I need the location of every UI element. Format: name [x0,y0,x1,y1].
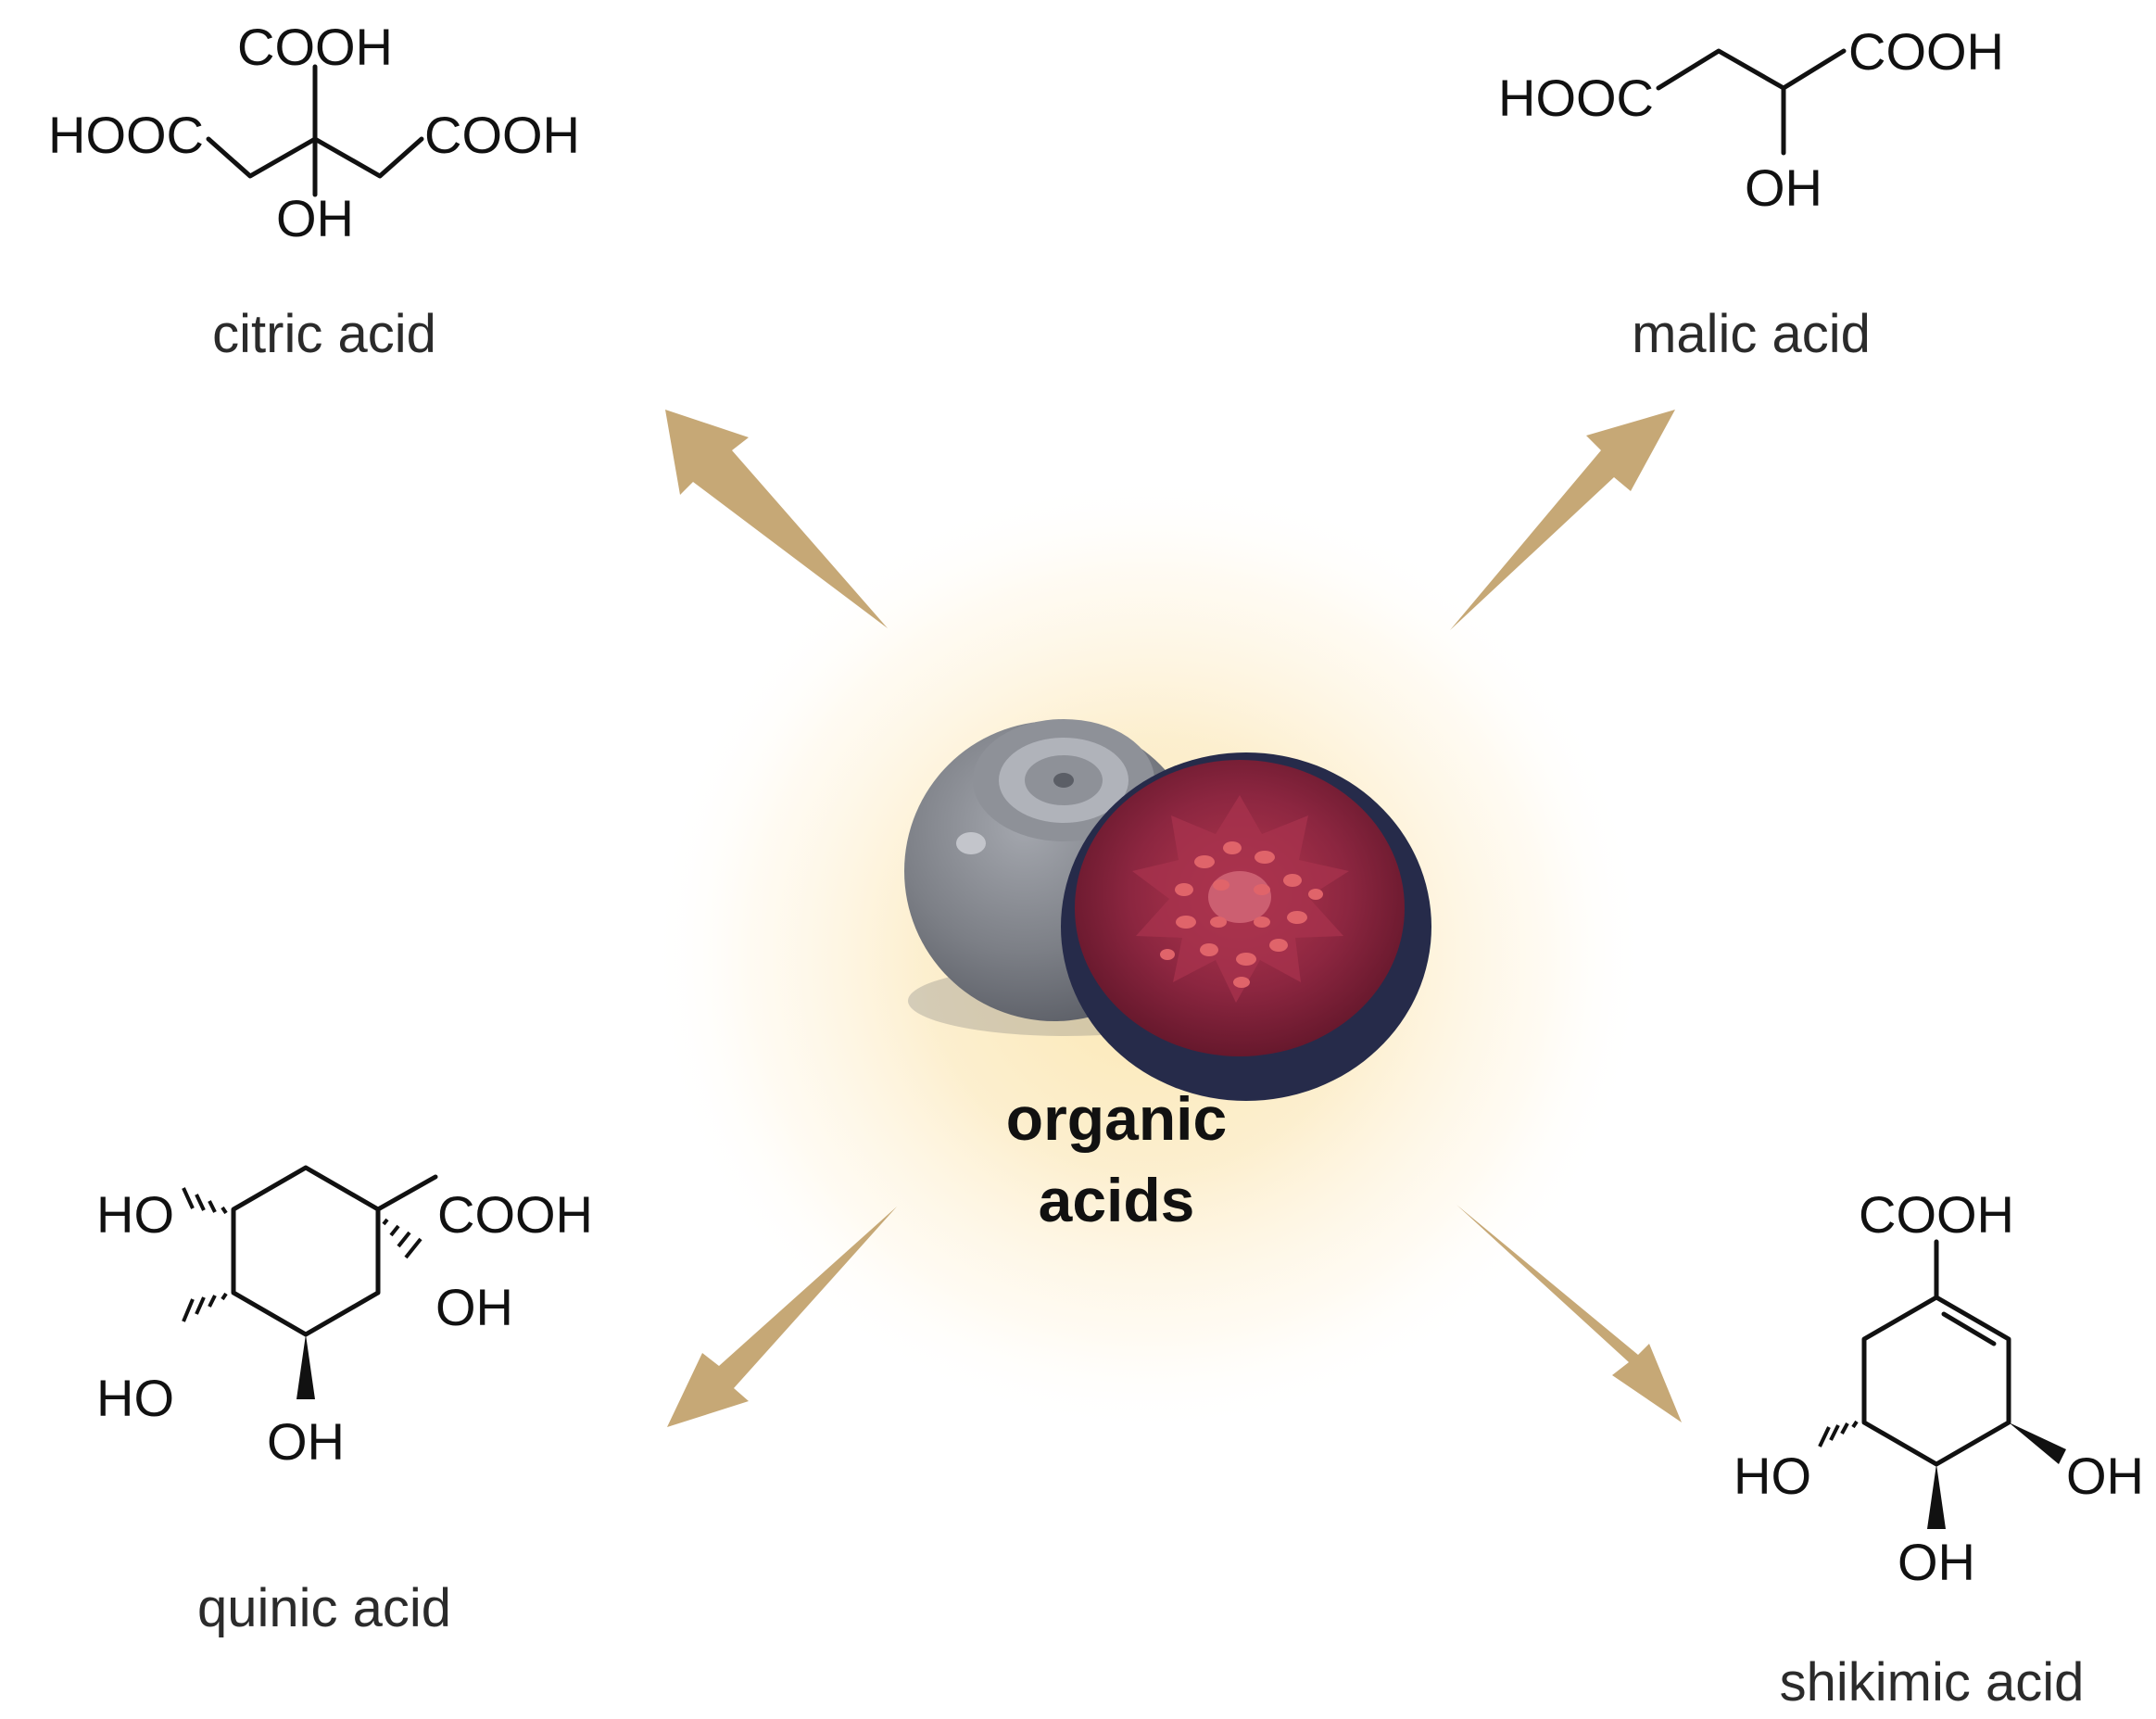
shikimic-ho-left: HO [1734,1447,1811,1505]
quinic-cooh: COOH [437,1185,593,1244]
quinic-ho-top: HO [96,1185,174,1244]
arrow-to-malic [1450,410,1675,630]
arrow-to-citric [665,410,888,628]
center-label-line2: acids [1039,1166,1195,1234]
quinic-oh-right: OH [435,1278,513,1336]
quinic-hashed-ho-top [182,1187,228,1215]
quinic-wedge-oh [296,1334,315,1399]
arrow-to-shikimic [1456,1205,1682,1422]
fig-highlight [956,832,986,854]
shikimic-acid-structure: COOH HO OH OH [1734,1185,2144,1591]
shikimic-wedge-oh-right [2009,1422,2066,1464]
citric-acid-structure: COOH HOOC COOH OH [48,18,580,247]
shikimic-wedge-oh-bottom [1927,1464,1946,1529]
cut-fig-center [1208,871,1271,923]
citric-left-hooc: HOOC [48,106,204,164]
quinic-hashed-ho-mid [182,1292,228,1322]
fig-fruit-icon [904,719,1431,1101]
arrows [665,410,1682,1427]
citric-acid-label: citric acid [212,304,436,364]
quinic-acid-structure: COOH OH HO HO OH [96,1165,593,1471]
center-label-line1: organic [1006,1084,1227,1153]
shikimic-cooh: COOH [1859,1185,2014,1244]
fig-stem-dot [1053,773,1074,788]
fig-seeds [1160,841,1323,988]
malic-bottom-oh: OH [1745,158,1822,217]
shikimic-oh-bottom: OH [1898,1533,1975,1591]
malic-acid-label: malic acid [1632,304,1871,364]
malic-acid-structure: HOOC COOH OH [1498,22,2004,217]
shikimic-acid-label: shikimic acid [1780,1652,2085,1713]
quinic-ho-mid: HO [96,1369,174,1427]
citric-top-cooh: COOH [237,18,393,76]
citric-right-cooh: COOH [424,106,580,164]
malic-left-hooc: HOOC [1498,69,1654,127]
quinic-oh-bottom: OH [267,1412,345,1471]
quinic-hashed-oh [382,1218,422,1259]
shikimic-hashed-ho [1818,1420,1859,1447]
quinic-acid-label: quinic acid [197,1578,451,1638]
citric-bottom-oh: OH [276,189,354,247]
arrow-to-quinic [667,1207,897,1427]
malic-right-cooh: COOH [1848,22,2004,81]
shikimic-oh-right: OH [2066,1447,2144,1505]
